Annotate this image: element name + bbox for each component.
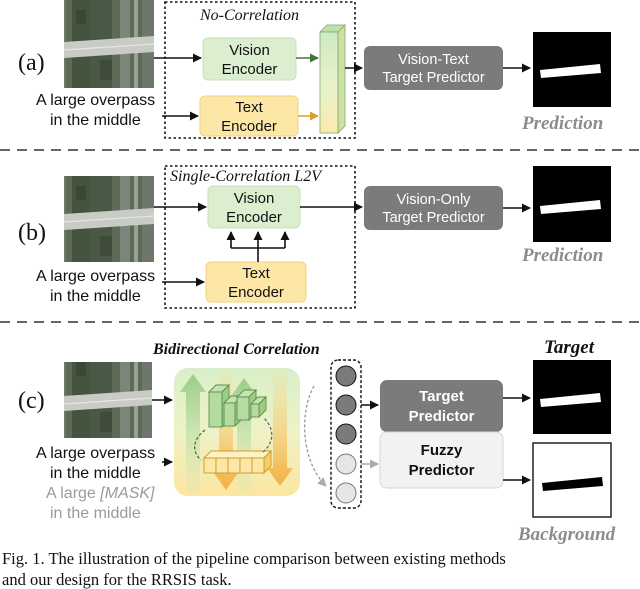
target-label: Target <box>544 337 595 358</box>
mask-token: [MASK] <box>99 485 155 502</box>
vision-encoder-a <box>202 37 297 81</box>
target-query-1 <box>335 365 357 387</box>
fuzzy-predictor-line2: Predictor <box>409 462 475 479</box>
row-a-label: (a) <box>18 50 45 76</box>
prediction-label-b: Prediction <box>521 245 603 266</box>
text-query-c-line1: A large overpass <box>36 445 155 462</box>
fuzzy-query-2 <box>335 482 357 504</box>
box-title-a: No-Correlation <box>199 7 299 24</box>
text-encoder-a-line2: Encoder <box>221 118 277 135</box>
row-a: (a) A large overpass in the middle No-Co… <box>18 0 611 139</box>
vision-encoder-a-line1: Vision <box>229 42 270 59</box>
vision-feature-blocks <box>207 383 268 429</box>
masked-query-line1: A large [MASK] <box>46 485 155 502</box>
box-title-c: Bidirectional Correlation <box>152 341 320 358</box>
figure-caption: Fig. 1. The illustration of the pipeline… <box>2 548 638 589</box>
bidirectional-correlation-block <box>174 368 300 496</box>
caption-line2: and our design for the RRSIS task. <box>2 570 232 589</box>
vision-encoder-b-line2: Encoder <box>226 209 282 226</box>
arrow-bidir-to-queries <box>304 385 327 487</box>
predictor-a-line1: Vision-Text <box>398 52 469 68</box>
masked-query-prefix: A large <box>46 485 100 502</box>
vision-encoder-b-line1: Vision <box>234 190 275 207</box>
masked-query-line2: in the middle <box>50 505 141 522</box>
text-query-a-line1: A large overpass <box>36 92 155 109</box>
vision-encoder-a-line2: Encoder <box>222 61 278 78</box>
text-query-b-line2: in the middle <box>50 288 141 305</box>
text-encoder-b-line1: Text <box>242 265 270 282</box>
text-query-c-line2: in the middle <box>50 465 141 482</box>
row-b: (b) A large overpass in the middle Singl… <box>18 165 611 309</box>
up-arrow-left <box>180 374 206 492</box>
text-to-vision-arrows <box>226 231 290 262</box>
fuzzy-predictor-line1: Fuzzy <box>421 442 463 459</box>
target-predictor-line2: Predictor <box>409 408 475 425</box>
text-query-a-line2: in the middle <box>50 112 141 129</box>
background-label: Background <box>517 524 616 545</box>
text-query-b-line1: A large overpass <box>36 268 155 285</box>
box-title-b: Single-Correlation L2V <box>170 168 323 185</box>
down-arrow-right <box>267 372 293 486</box>
text-encoder-b-line2: Encoder <box>228 284 284 301</box>
text-feature-blocks <box>202 449 273 475</box>
prediction-label-a: Prediction <box>521 113 603 134</box>
row-b-label: (b) <box>18 220 46 246</box>
row-c: (c) Bidirectional Correlation A large ov… <box>18 337 616 545</box>
target-predictor-line1: Target <box>419 388 464 405</box>
predictor-a-line2: Target Predictor <box>382 70 485 86</box>
vision-text-target-predictor <box>364 46 503 90</box>
target-query-2 <box>335 394 357 416</box>
text-encoder-b <box>205 261 307 303</box>
interaction-arrow-right <box>262 417 273 453</box>
vision-only-target-predictor <box>364 186 503 230</box>
feature-column-a <box>319 24 346 134</box>
fuzzy-query-1 <box>335 453 357 475</box>
fuzzy-predictor <box>379 431 504 489</box>
target-predictor <box>380 380 503 432</box>
predictor-b-line2: Target Predictor <box>382 210 485 226</box>
predictor-b-line1: Vision-Only <box>397 192 472 208</box>
query-stack <box>330 359 362 509</box>
no-correlation-box <box>164 1 356 139</box>
text-encoder-a-line1: Text <box>235 99 263 116</box>
caption-line1: Fig. 1. The illustration of the pipeline… <box>2 549 506 568</box>
single-correlation-box <box>164 165 356 309</box>
target-query-3 <box>335 423 357 445</box>
row-c-label: (c) <box>18 388 45 414</box>
interaction-arrow-left <box>194 429 206 461</box>
